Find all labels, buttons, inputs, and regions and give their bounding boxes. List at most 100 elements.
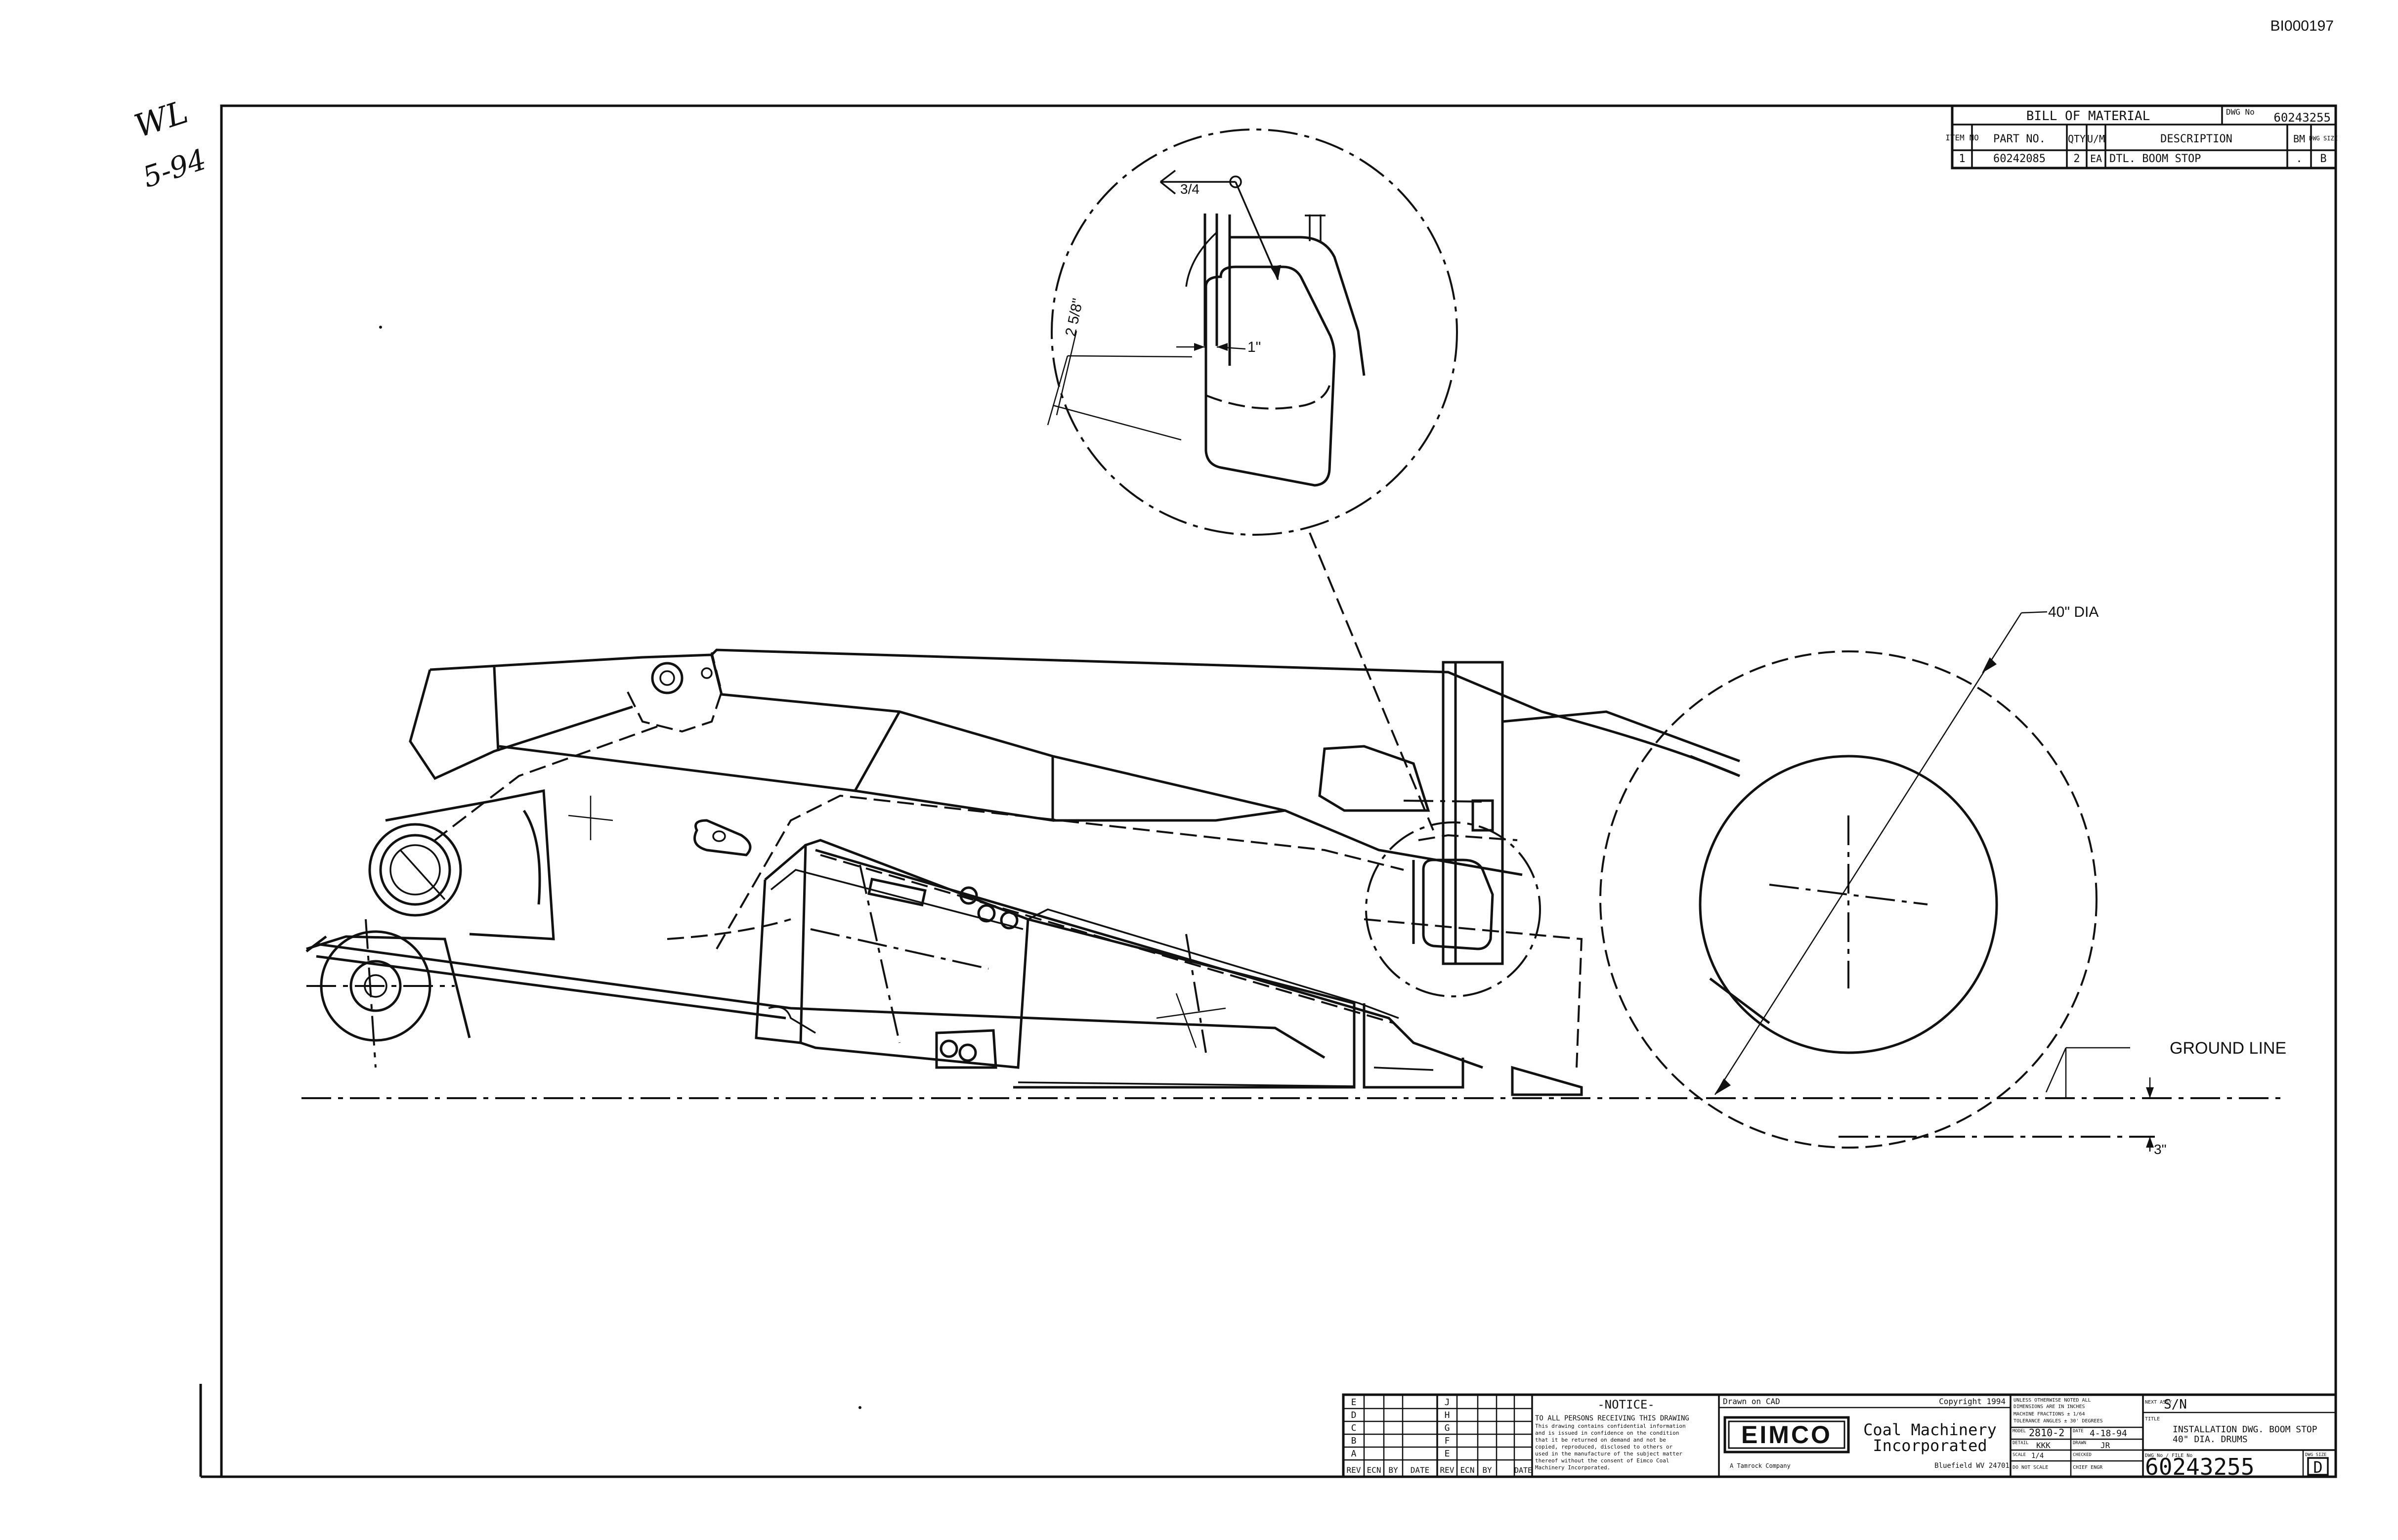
next-assy-value: S/N: [2164, 1397, 2187, 1412]
bom-title: BILL OF MATERIAL: [2026, 109, 2150, 124]
weld-all-around-icon: [1229, 175, 1242, 188]
title-block: E D C B A J H G F E REV ECN BY DATE REV …: [1342, 1393, 2337, 1480]
bom-header-size: DWG SIZE: [2309, 135, 2338, 142]
weld-size: 3/4: [1180, 181, 1199, 197]
parent-company: A Tamrock Company: [1730, 1462, 1791, 1469]
drawn-label: DRAWN: [2073, 1441, 2086, 1446]
bolt: [1000, 911, 1019, 930]
boom-pivot: [368, 823, 462, 917]
revision-letter: F: [1445, 1436, 1450, 1446]
revision-letter: E: [1351, 1397, 1357, 1408]
handwritten-note: WL 5-94: [130, 94, 210, 194]
bom-header-qty: QTY: [2068, 133, 2086, 145]
revision-letter: D: [1351, 1410, 1357, 1420]
bolt: [977, 904, 996, 923]
bom-row-um: EA: [2090, 153, 2102, 165]
revision-header: REV: [1440, 1465, 1455, 1475]
tolerance-note: DIMENSIONS ARE IN INCHES: [2013, 1404, 2085, 1410]
notice-line: used in the manufacture of the subject m…: [1535, 1451, 1682, 1457]
drawing-title-block: NEXT ASSY S/N TITLE INSTALLATION DWG. BO…: [2143, 1397, 2336, 1480]
bom-row: 1 60242085 2 EA DTL. BOOM STOP . B: [1959, 153, 2326, 165]
notice-line: copied, reproduced, disclosed to others …: [1535, 1444, 1673, 1450]
notice-line: that it be returned on demand and not be: [1535, 1437, 1666, 1443]
scale-label: SCALE: [2013, 1453, 2026, 1457]
dim-2-5-8: 2 5/8": [1063, 297, 1086, 338]
notice-line: and is issued in confidence on the condi…: [1535, 1430, 1679, 1436]
handwritten-note-line2: 5-94: [138, 142, 210, 194]
title-label: TITLE: [2145, 1416, 2160, 1422]
revision-letter: A: [1351, 1449, 1357, 1459]
revision-header: DATE: [1411, 1465, 1430, 1475]
handwritten-note-line1: WL: [130, 94, 192, 145]
notice-title: -NOTICE-: [1597, 1398, 1655, 1412]
tolerance-note: TOLERANCE ANGLES ± 30' DEGREES: [2013, 1418, 2103, 1424]
revision-letter: G: [1445, 1423, 1450, 1433]
revision-header: BY: [1482, 1465, 1492, 1475]
copyright: Copyright 1994: [1939, 1397, 2006, 1406]
revision-header: DATE: [1514, 1466, 1532, 1475]
revision-letter: J: [1445, 1397, 1450, 1408]
company-name-line1: Coal Machinery: [1863, 1420, 1997, 1439]
notice-block: -NOTICE- TO ALL PERSONS RECEIVING THIS D…: [1535, 1395, 1720, 1477]
bom-row-size: B: [2320, 153, 2326, 165]
drawing-info-block: UNLESS OTHERWISE NOTED ALL DIMENSIONS AR…: [2011, 1395, 2144, 1477]
bom-row-bm: .: [2296, 153, 2302, 165]
model-value: 2810-2: [2029, 1427, 2064, 1439]
sheet-border: [220, 104, 2337, 1478]
drum: 40" DIA: [1502, 604, 2098, 1149]
detail-label: DETAIL: [2013, 1441, 2029, 1446]
ground-line: GROUND LINE 3": [301, 1039, 2287, 1157]
drawing-number: 60243255: [2145, 1454, 2255, 1480]
drum-outer-circle: [1599, 650, 2098, 1149]
bom-dwg-no: 60243255: [2273, 111, 2331, 125]
bolt: [940, 1039, 958, 1058]
dwg-no-label: DWG No / FILE No: [2145, 1453, 2192, 1458]
drawn-value: JR: [2100, 1441, 2110, 1450]
model-label: MODEL: [2013, 1429, 2026, 1434]
next-assy-label: NEXT ASSY: [2145, 1400, 2172, 1405]
scale-value: 1/4: [2031, 1452, 2044, 1460]
revision-header: ECN: [1367, 1465, 1381, 1475]
bom-header-bm: BM: [2293, 133, 2305, 145]
revision-letter: C: [1351, 1423, 1357, 1433]
bom-row-item: 1: [1959, 153, 1965, 165]
detail-circle: [1051, 128, 1458, 536]
revision-header: REV: [1347, 1465, 1361, 1475]
detail-value: KKK: [2036, 1441, 2051, 1450]
revision-table: E D C B A J H G F E REV ECN BY DATE REV …: [1343, 1395, 1533, 1477]
bom-row-qty: 2: [2073, 153, 2080, 165]
tolerance-note: MACHINE FRACTIONS ± 1/64: [2013, 1412, 2085, 1417]
dwg-size-label: DWG SIZE: [2305, 1453, 2326, 1457]
company-block: Drawn on CAD Copyright 1994 EIMCO Coal M…: [1719, 1395, 2012, 1477]
date-value: 4-18-94: [2090, 1428, 2127, 1439]
do-not-scale: DO NOT SCALE: [2013, 1465, 2048, 1470]
bom-row-desc: DTL. BOOM STOP: [2109, 153, 2201, 165]
revision-letter: B: [1351, 1436, 1357, 1446]
drawn-on-cad: Drawn on CAD: [1723, 1397, 1780, 1406]
revision-header: BY: [1388, 1465, 1398, 1475]
bom-header-desc: DESCRIPTION: [2160, 133, 2232, 145]
chief-engineer: CHIEF ENGR: [2073, 1465, 2103, 1470]
boom-assembly: [305, 648, 1740, 1096]
bom-header-part: PART NO.: [1993, 133, 2046, 145]
company-city: Bluefield WV 24701: [1934, 1462, 2010, 1470]
bom-dwg-no-label: DWG No: [2226, 107, 2255, 117]
bom-header-item: ITEM NO: [1945, 133, 1978, 142]
eimco-logo-text: EIMCO: [1741, 1421, 1832, 1449]
ground-line-label: GROUND LINE: [2170, 1039, 2286, 1058]
checked-label: CHECKED: [2073, 1453, 2092, 1457]
bom-row-part: 60242085: [1993, 153, 2046, 165]
drum-diameter-label: 40" DIA: [2048, 604, 2098, 620]
tolerance-note: UNLESS OTHERWISE NOTED ALL: [2013, 1398, 2091, 1403]
bolt: [958, 1043, 977, 1062]
revision-letter: E: [1445, 1449, 1450, 1459]
detail-reference-circle: [1365, 821, 1541, 997]
bill-of-material: BILL OF MATERIAL DWG No 60243255 ITEM NO…: [1945, 104, 2338, 170]
date-label: DATE: [2073, 1429, 2084, 1434]
company-name-line2: Incorporated: [1873, 1436, 1987, 1455]
notice-line: This drawing contains confidential infor…: [1535, 1423, 1686, 1429]
notice-line: thereof without the consent of Eimco Coa…: [1535, 1457, 1670, 1464]
drawing-title-line1: INSTALLATION DWG. BOOM STOP: [2173, 1424, 2317, 1435]
revision-header: ECN: [1460, 1465, 1475, 1475]
